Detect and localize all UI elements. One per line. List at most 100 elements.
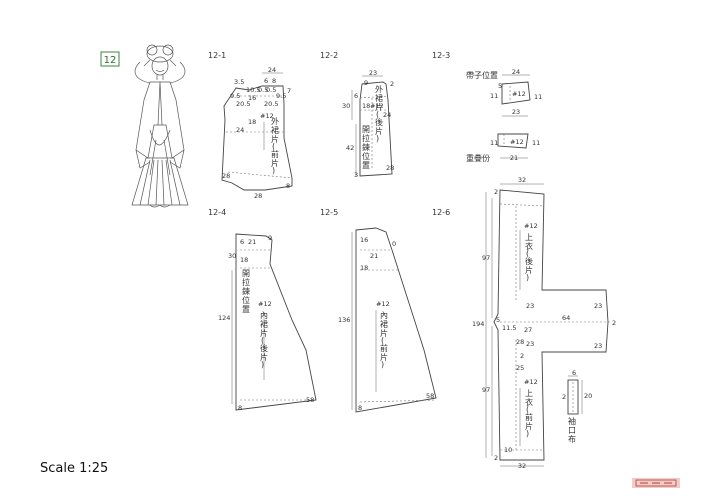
svg-text:28: 28 xyxy=(222,172,230,180)
svg-text:前: 前 xyxy=(271,149,279,159)
svg-text:0.5: 0.5 xyxy=(258,86,268,94)
svg-text:片: 片 xyxy=(375,102,383,112)
svg-text:後: 後 xyxy=(525,256,533,266)
svg-text:28: 28 xyxy=(254,192,262,200)
svg-text:32: 32 xyxy=(518,462,526,470)
scale-caption: Scale 1:25 xyxy=(40,461,108,476)
svg-text:片: 片 xyxy=(380,352,388,362)
svg-text:位: 位 xyxy=(362,151,370,161)
svg-text:口: 口 xyxy=(568,426,576,435)
svg-text:鍊: 鍊 xyxy=(362,142,370,152)
svg-text:裙: 裙 xyxy=(375,93,383,103)
svg-text:8: 8 xyxy=(286,182,290,190)
svg-text:6: 6 xyxy=(264,77,268,85)
svg-text:18: 18 xyxy=(360,264,368,272)
svg-text:21: 21 xyxy=(370,252,378,260)
svg-text:2: 2 xyxy=(494,454,498,462)
svg-text:拉: 拉 xyxy=(362,133,370,143)
piece-name-vertical: 外 裙 片 ( 前 片 ) xyxy=(271,116,279,175)
piece-name-vertical: 內 裙 片 ( 後 片 ) xyxy=(260,311,268,369)
svg-text:24: 24 xyxy=(512,68,520,76)
svg-text:64: 64 xyxy=(562,314,570,322)
svg-text:#12: #12 xyxy=(524,378,538,386)
svg-text:23: 23 xyxy=(526,340,534,348)
figure-badge: 12 xyxy=(100,51,120,67)
svg-text:24: 24 xyxy=(236,126,244,134)
svg-text:16: 16 xyxy=(248,94,256,102)
svg-text:9.5: 9.5 xyxy=(276,92,286,100)
svg-text:拉: 拉 xyxy=(242,277,250,287)
panel-12-1: 12-1 24 3.5 6 8 7 10.5 0.5 0.5 9.5 9.5 1… xyxy=(208,51,293,200)
svg-text:28: 28 xyxy=(386,164,394,172)
svg-text:18: 18 xyxy=(362,102,370,110)
pattern-piece-strap-a xyxy=(501,81,531,105)
piece-name-vertical-back: 上 衣 ( 後 片 ) xyxy=(525,233,533,282)
panel-12-5: 12-5 16 0 21 18 136 58 8 #12 內 裙 片 ( 前 片… xyxy=(320,208,437,413)
svg-text:前: 前 xyxy=(525,412,533,422)
cuff-piece: 6 20 2 袖 口 布 xyxy=(562,369,592,444)
svg-text:124: 124 xyxy=(218,314,230,322)
svg-text:布: 布 xyxy=(568,434,576,444)
svg-text:28: 28 xyxy=(516,338,524,346)
svg-text:21: 21 xyxy=(510,154,518,162)
svg-text:內: 內 xyxy=(260,311,268,320)
svg-text:開: 開 xyxy=(242,269,250,278)
piece-name-vertical-front: 上 衣 ( 前 片 ) xyxy=(525,389,533,438)
svg-text:片: 片 xyxy=(271,158,279,168)
svg-text:10.5: 10.5 xyxy=(246,86,260,94)
svg-text:23: 23 xyxy=(594,342,602,350)
svg-text:5: 5 xyxy=(498,82,502,90)
svg-text:8: 8 xyxy=(272,77,276,85)
costume-figure-illustration xyxy=(131,44,189,208)
panel-label: 12-2 xyxy=(320,51,338,60)
svg-text:30: 30 xyxy=(228,252,236,260)
svg-text:2: 2 xyxy=(494,188,498,196)
svg-text:(: ( xyxy=(526,249,529,258)
svg-text:): ) xyxy=(272,166,275,175)
svg-text:9: 9 xyxy=(364,79,368,87)
panel-12-6: 12-6 32 2 97 194 97 2 23 64 23 2 23 5 11… xyxy=(432,176,616,470)
svg-text:片: 片 xyxy=(271,134,279,144)
svg-text:#12: #12 xyxy=(260,112,274,120)
svg-text:置: 置 xyxy=(242,305,250,314)
pattern-piece-inner-skirt-back xyxy=(235,233,317,411)
svg-text:25: 25 xyxy=(516,364,524,372)
svg-text:外: 外 xyxy=(375,84,383,94)
svg-text:裙: 裙 xyxy=(380,319,388,329)
svg-text:0: 0 xyxy=(392,240,396,248)
piece-name-vertical: 外 裙 片 ( 後 片 ) xyxy=(375,84,383,143)
panel-label: 12-3 xyxy=(432,51,450,60)
svg-text:0.5: 0.5 xyxy=(266,86,276,94)
svg-text:97: 97 xyxy=(482,386,490,394)
svg-text:): ) xyxy=(381,360,384,369)
svg-text:30: 30 xyxy=(342,102,350,110)
svg-text:11: 11 xyxy=(490,139,498,147)
svg-text:#12: #12 xyxy=(512,90,526,98)
svg-text:上: 上 xyxy=(525,389,533,398)
svg-text:後: 後 xyxy=(260,343,268,353)
svg-text:20.5: 20.5 xyxy=(264,100,278,108)
svg-text:置: 置 xyxy=(362,161,370,170)
svg-text:袖: 袖 xyxy=(568,416,576,426)
svg-text:後: 後 xyxy=(375,117,383,127)
pattern-piece-outer-skirt-back xyxy=(359,81,393,177)
panel-12-4: 12-4 6 21 9 30 18 124 58 8 #12 內 裙 片 ( 後… xyxy=(208,208,317,412)
svg-text:衣: 衣 xyxy=(525,397,533,407)
svg-text:6: 6 xyxy=(354,92,358,100)
svg-text:開: 開 xyxy=(362,125,370,134)
svg-text:3.5: 3.5 xyxy=(234,78,244,86)
svg-text:(: ( xyxy=(376,110,379,119)
svg-text:11: 11 xyxy=(532,139,540,147)
svg-text:3: 3 xyxy=(354,171,358,179)
svg-text:58: 58 xyxy=(426,392,434,400)
svg-text:裙: 裙 xyxy=(271,125,279,135)
svg-text:#12: #12 xyxy=(370,102,384,110)
svg-text:23: 23 xyxy=(512,108,520,116)
svg-text:(: ( xyxy=(272,142,275,151)
svg-text:前: 前 xyxy=(380,343,388,353)
svg-text:6: 6 xyxy=(240,238,244,246)
pattern-piece-upper-garment xyxy=(493,189,609,461)
pattern-piece-strap-b xyxy=(497,133,529,149)
svg-text:衣: 衣 xyxy=(525,241,533,251)
svg-text:21: 21 xyxy=(248,238,256,246)
